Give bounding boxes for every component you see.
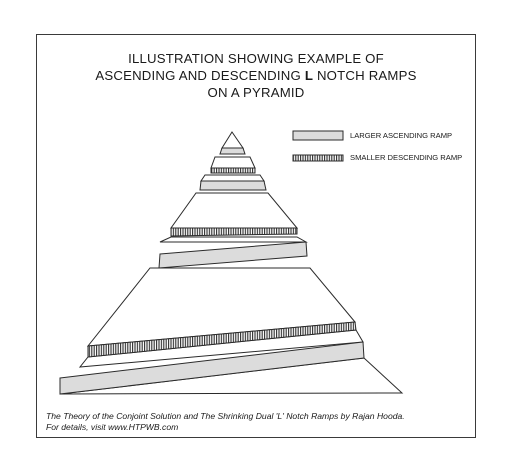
diagram-title: ILLUSTRATION SHOWING EXAMPLE OF ASCENDIN…: [0, 50, 512, 101]
ascending-ramp-2: [199, 180, 267, 191]
title-line-3: ON A PYRAMID: [207, 85, 305, 100]
title-line-1: ILLUSTRATION SHOWING EXAMPLE OF: [128, 51, 384, 66]
pyramid-stage-5: [159, 236, 308, 243]
title-line-2-start: ASCENDING AND DESCENDING: [95, 68, 305, 83]
caption-line-2: For details, visit www.HTPWB.com: [46, 422, 179, 432]
ascending-ramp-1: [219, 147, 246, 155]
title-line-2: ASCENDING AND DESCENDING L NOTCH RAMPS: [0, 67, 512, 84]
title-line-2-end: NOTCH RAMPS: [313, 68, 417, 83]
legend-label-ascending: LARGER ASCENDING RAMP: [350, 131, 453, 140]
descending-ramp-3: [87, 321, 357, 358]
caption-line-1: The Theory of the Conjoint Solution and …: [46, 411, 405, 421]
descending-ramp-1: [210, 167, 256, 174]
pyramid-stage-4: [170, 192, 299, 229]
ascending-ramp-3: [158, 241, 308, 269]
legend-label-descending: SMALLER DESCENDING RAMP: [350, 153, 463, 162]
ascending-ramp-4: [59, 341, 365, 395]
legend-swatch-descending: [292, 154, 344, 162]
descending-ramp-2: [170, 227, 298, 237]
pyramid-stage-3: [200, 174, 265, 182]
pyramid-stage-1: [221, 131, 244, 149]
title-bold-letter: L: [304, 68, 314, 83]
pyramid-stage-2: [210, 156, 256, 169]
diagram-caption: The Theory of the Conjoint Solution and …: [46, 411, 466, 433]
legend-swatch-ascending: [292, 130, 344, 141]
